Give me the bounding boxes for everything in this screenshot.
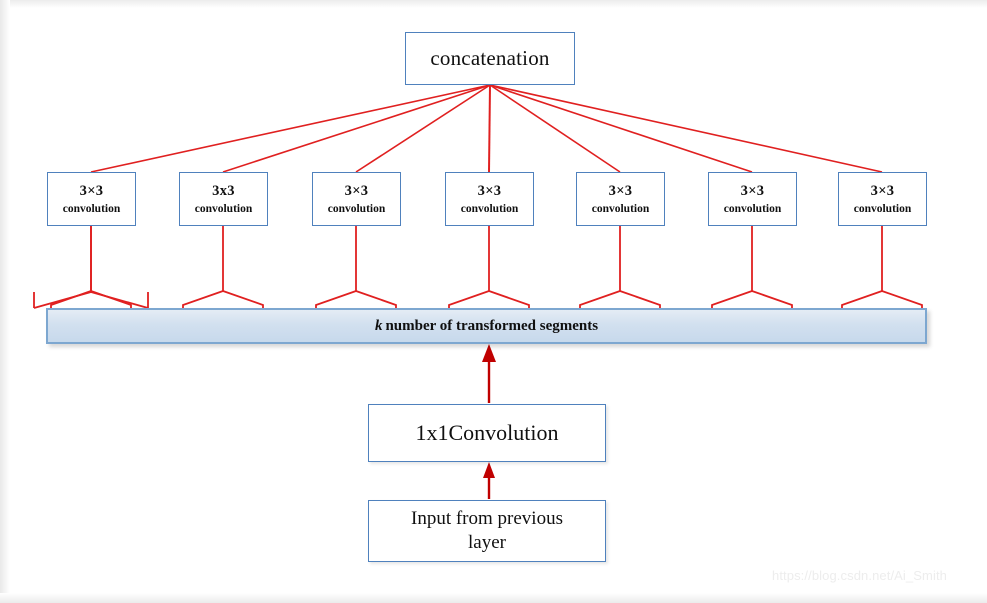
conv-node-3-kernel: 3×3 (344, 182, 369, 199)
conv-node-2-label: convolution (194, 203, 253, 216)
conv-node-3[interactable]: 3×3 convolution (312, 172, 401, 226)
conv1x1-node[interactable]: 1x1Convolution (368, 404, 606, 462)
segments-bar-label: number of transformed segments (385, 317, 599, 334)
wire-concat-to-conv-1 (90, 84, 491, 173)
page-edge-shade-bottom (0, 593, 987, 603)
conv-node-6[interactable]: 3×3 convolution (708, 172, 797, 226)
conv-node-4-kernel: 3×3 (477, 182, 502, 199)
wire-concat-to-conv-4 (488, 84, 491, 173)
conv-node-1[interactable]: 3×3 convolution (47, 172, 136, 226)
wire-concat-to-conv-3 (355, 84, 491, 173)
wire-concat-to-conv-6 (489, 84, 753, 173)
conv-node-1-kernel: 3×3 (79, 182, 104, 199)
arrow-input-to-conv1x1 (483, 462, 495, 499)
conv-node-7[interactable]: 3×3 convolution (838, 172, 927, 226)
conv-node-6-label: convolution (723, 203, 782, 216)
input-node-line2: layer (468, 532, 506, 553)
conv-node-7-kernel: 3×3 (870, 182, 895, 199)
wire-concat-to-conv-5 (489, 84, 621, 173)
conv-node-4-label: convolution (460, 203, 519, 216)
wire-conv-1-to-bar (33, 226, 149, 309)
page-edge-shade-left (0, 0, 10, 603)
concatenation-node[interactable]: concatenation (405, 32, 575, 85)
conv-node-5[interactable]: 3×3 convolution (576, 172, 665, 226)
conv-node-4[interactable]: 3×3 convolution (445, 172, 534, 226)
conv-node-1-label: convolution (62, 203, 121, 216)
input-node-line1: Input from previous (411, 507, 563, 529)
conv-node-7-label: convolution (853, 203, 912, 216)
conv-node-5-kernel: 3×3 (608, 182, 633, 199)
conv-node-5-label: convolution (591, 203, 650, 216)
conv-node-6-kernel: 3×3 (740, 182, 765, 199)
wire-concat-to-conv-2 (222, 84, 491, 173)
segments-bar-symbol: k (374, 317, 383, 334)
watermark-text: https://blog.csdn.net/Ai_Smith (772, 568, 947, 583)
transformed-segments-bar[interactable]: k number of transformed segments (46, 308, 927, 344)
conv-node-2-kernel: 3x3 (212, 182, 235, 199)
conv1x1-label: 1x1Convolution (415, 420, 559, 445)
concatenation-label: concatenation (430, 46, 550, 70)
wire-concat-to-conv-7 (489, 84, 883, 173)
conv-node-2[interactable]: 3x3 convolution (179, 172, 268, 226)
arrow-conv1x1-to-bar (482, 344, 496, 403)
conv-node-3-label: convolution (327, 203, 386, 216)
input-node[interactable]: Input from previous layer (368, 500, 606, 562)
page-edge-shade-top (0, 0, 987, 8)
